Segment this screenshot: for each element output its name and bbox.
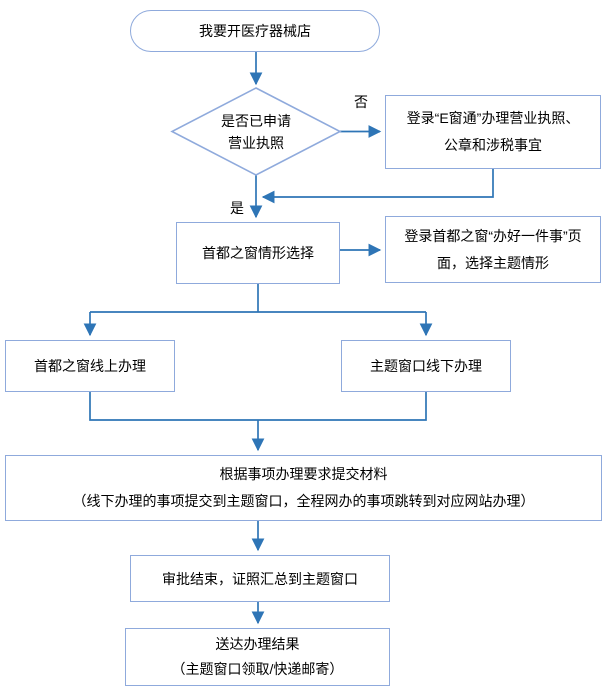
- node-offline: 主题窗口线下办理: [341, 340, 511, 392]
- node-start-label: 我要开医疗器械店: [199, 23, 311, 39]
- offline-label: 主题窗口线下办理: [370, 358, 482, 374]
- result-line2: （主题窗口领取/快递邮寄）: [171, 661, 344, 677]
- decision-diamond-shape: [170, 87, 342, 176]
- edge-merge-bar: [89, 392, 427, 421]
- online-label: 首都之窗线上办理: [34, 358, 146, 374]
- one-thing-line2: 面，选择主题情形: [437, 254, 549, 271]
- node-decision-license: 是否已申请 营业执照: [172, 109, 340, 154]
- node-submit-materials: 根据事项办理要求提交材料 （线下办理的事项提交到主题窗口，全程网办的事项跳转到对…: [5, 455, 602, 521]
- node-scenario-select: 首都之窗情形选择: [176, 222, 340, 284]
- approval-label: 审批结束，证照汇总到主题窗口: [162, 570, 358, 587]
- result-line1: 送达办理结果: [215, 636, 300, 652]
- node-online: 首都之窗线上办理: [5, 340, 175, 392]
- edge-label-yes: 是: [228, 200, 246, 216]
- node-start: 我要开医疗器械店: [130, 10, 380, 52]
- node-ewindow: 登录“E窗通”办理营业执照、 公章和涉税事宜: [385, 95, 601, 169]
- scenario-select-label: 首都之窗情形选择: [202, 245, 314, 261]
- ewindow-line1: 登录“E窗通”办理营业执照、: [406, 110, 580, 126]
- edge-label-no: 否: [352, 94, 370, 110]
- ewindow-line2: 公章和涉税事宜: [444, 137, 542, 153]
- decision-label-line2: 营业执照: [228, 134, 284, 151]
- submit-line2: （线下办理的事项提交到主题窗口，全程网办的事项跳转到对应网站办理）: [72, 493, 535, 509]
- submit-line1: 根据事项办理要求提交材料: [219, 466, 388, 482]
- edge-ewindow-return: [261, 169, 494, 204]
- node-deliver-result: 送达办理结果 （主题窗口领取/快递邮寄）: [125, 628, 390, 686]
- one-thing-line1: 登录首都之窗“办好一件事”页: [404, 227, 582, 244]
- node-approval-done: 审批结束，证照汇总到主题窗口: [130, 555, 390, 602]
- decision-label-line1: 是否已申请: [221, 112, 291, 129]
- node-one-thing-page: 登录首都之窗“办好一件事”页 面，选择主题情形: [385, 216, 601, 283]
